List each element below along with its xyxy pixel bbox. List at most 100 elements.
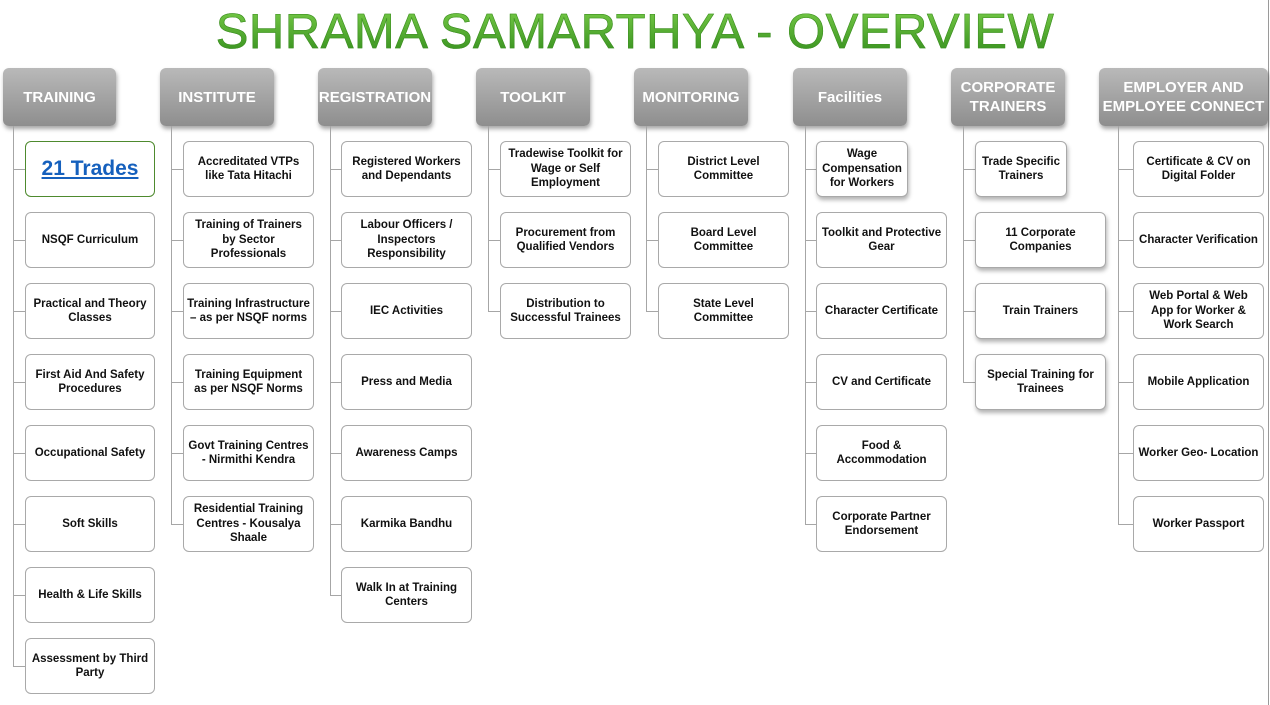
node-label: Accreditated VTPs like Tata Hitachi	[197, 155, 300, 183]
connector-branch	[1118, 311, 1133, 312]
connector-branch	[805, 453, 816, 454]
connector-training	[13, 126, 14, 666]
node-accreditated-vtps-like-tata-hitachi: Accreditated VTPs like Tata Hitachi	[183, 141, 314, 197]
connector-branch	[171, 311, 183, 312]
connector-branch	[13, 240, 25, 241]
header-monitoring[interactable]: MONITORING	[634, 68, 748, 126]
node-assessment-by-third-party: Assessment by Third Party	[25, 638, 155, 694]
node-mobile-application: Mobile Application	[1133, 354, 1264, 410]
node-certificate-cv-on-digital-folder: Certificate & CV on Digital Folder	[1133, 141, 1264, 197]
connector-branch	[646, 240, 658, 241]
node-toolkit-and-protective-gear: Toolkit and Protective Gear	[816, 212, 947, 268]
node-awareness-camps: Awareness Camps	[341, 425, 472, 481]
node-label: Trade Specific Trainers	[982, 155, 1060, 183]
node-label: Soft Skills	[62, 517, 118, 530]
node-label: Worker Geo- Location	[1138, 446, 1259, 459]
node-label: Toolkit and Protective Gear	[821, 226, 942, 254]
node-label: Walk In at Training Centers	[355, 581, 458, 609]
node-state-level-committee: State Level Committee	[658, 283, 789, 339]
node-govt-training-centres-nirmithi-kendra: Govt Training Centres - Nirmithi Kendra	[183, 425, 314, 481]
connector-branch	[13, 382, 25, 383]
connector-registration	[330, 126, 331, 595]
node-tradewise-toolkit-for-wage-or-self-employment: Tradewise Toolkit for Wage or Self Emplo…	[500, 141, 631, 197]
node-character-verification: Character Verification	[1133, 212, 1264, 268]
connector-branch	[13, 595, 25, 596]
node-web-portal-web-app-for-worker-work-search: Web Portal & Web App for Worker & Work S…	[1133, 283, 1264, 339]
node-label[interactable]: 21 Trades	[41, 156, 139, 180]
node-label: Health & Life Skills	[38, 588, 142, 601]
node-wage-compensation-for-workers: Wage Compensation for Workers	[816, 141, 908, 197]
connector-branch	[1118, 240, 1133, 241]
node-worker-passport: Worker Passport	[1133, 496, 1264, 552]
node-label: Mobile Application	[1147, 375, 1250, 388]
connector-branch	[13, 524, 25, 525]
node-soft-skills: Soft Skills	[25, 496, 155, 552]
connector-branch	[963, 169, 975, 170]
connector-branch	[805, 169, 816, 170]
node-label: Distribution to Successful Trainees	[510, 297, 621, 325]
connector-branch	[488, 169, 500, 170]
connector-branch	[646, 169, 658, 170]
node-label: Worker Passport	[1152, 517, 1245, 530]
node-training-of-trainers-by-sector-professionals: Training of Trainers by Sector Professio…	[183, 212, 314, 268]
node-label: Awareness Camps	[355, 446, 458, 459]
node-walk-in-at-training-centers: Walk In at Training Centers	[341, 567, 472, 623]
node-label: Procurement from Qualified Vendors	[515, 226, 616, 254]
connector-branch	[330, 311, 341, 312]
node-label: Food & Accommodation	[836, 439, 927, 467]
connector-branch	[488, 311, 500, 312]
header-toolkit[interactable]: TOOLKIT	[476, 68, 590, 126]
node-occupational-safety: Occupational Safety	[25, 425, 155, 481]
connector-branch	[963, 311, 975, 312]
node-label: Tradewise Toolkit for Wage or Self Emplo…	[508, 148, 623, 190]
page-title: SHRAMA SAMARTHYA - OVERVIEW	[0, 4, 1270, 60]
node-label: Character Verification	[1139, 233, 1258, 246]
connector-branch	[330, 240, 341, 241]
connector-branch	[330, 453, 341, 454]
node-label: Training of Trainers by Sector Professio…	[195, 219, 302, 261]
node-procurement-from-qualified-vendors: Procurement from Qualified Vendors	[500, 212, 631, 268]
node-label: State Level Committee	[693, 297, 754, 325]
node-corporate-partner-endorsement: Corporate Partner Endorsement	[816, 496, 947, 552]
node-karmika-bandhu: Karmika Bandhu	[341, 496, 472, 552]
connector-branch	[1118, 524, 1133, 525]
node-21-trades[interactable]: 21 Trades	[25, 141, 155, 197]
connector-branch	[171, 453, 183, 454]
node-train-trainers: Train Trainers	[975, 283, 1106, 339]
connector-branch	[646, 311, 658, 312]
node-label: Board Level Committee	[690, 226, 757, 254]
connector-branch	[13, 453, 25, 454]
connector-branch	[330, 382, 341, 383]
connector-branch	[805, 240, 816, 241]
node-district-level-committee: District Level Committee	[658, 141, 789, 197]
header-training[interactable]: TRAINING	[3, 68, 116, 126]
header-institute[interactable]: INSTITUTE	[160, 68, 274, 126]
node-special-training-for-trainees: Special Training for Trainees	[975, 354, 1106, 410]
connector-branch	[330, 595, 341, 596]
connector-branch	[805, 524, 816, 525]
node-label: Labour Officers / Inspectors Responsibil…	[360, 219, 453, 261]
header-employer-and-employee-connect[interactable]: EMPLOYER AND EMPLOYEE CONNECT	[1099, 68, 1268, 126]
connector-toolkit	[488, 126, 489, 311]
node-label: Web Portal & Web App for Worker & Work S…	[1149, 290, 1248, 332]
connector-monitoring	[646, 126, 647, 311]
connector-branch	[13, 311, 25, 312]
node-press-and-media: Press and Media	[341, 354, 472, 410]
connector-branch	[1118, 169, 1133, 170]
connector-branch	[13, 666, 25, 667]
connector-branch	[171, 240, 183, 241]
node-registered-workers-and-dependants: Registered Workers and Dependants	[341, 141, 472, 197]
node-label: IEC Activities	[369, 304, 444, 317]
node-training-infrastructure-as-per-nsqf-norms: Training Infrastructure – as per NSQF no…	[183, 283, 314, 339]
header-corporate-trainers[interactable]: CORPORATE TRAINERS	[951, 68, 1065, 126]
node-label: Govt Training Centres - Nirmithi Kendra	[188, 439, 309, 467]
node-label: CV and Certificate	[831, 375, 932, 388]
connector-branch	[171, 524, 183, 525]
header-facilities[interactable]: Facilities	[793, 68, 907, 126]
node-label: Press and Media	[361, 375, 452, 388]
node-label: Special Training for Trainees	[987, 368, 1094, 396]
node-label: NSQF Curriculum	[41, 233, 139, 246]
connector-branch	[963, 240, 975, 241]
header-registration[interactable]: REGISTRATION	[318, 68, 432, 126]
node-food-accommodation: Food & Accommodation	[816, 425, 947, 481]
